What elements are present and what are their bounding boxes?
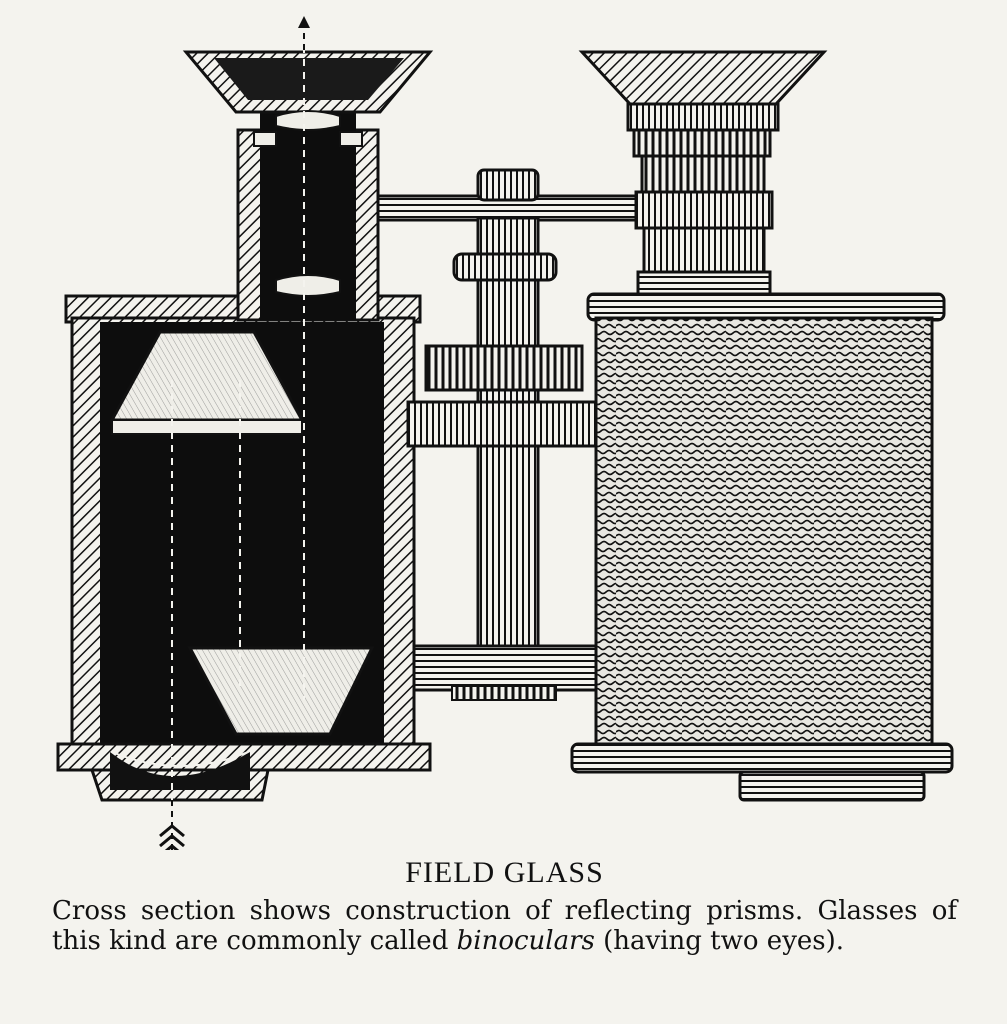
- caption-text-part2: (having two eyes).: [594, 926, 845, 956]
- caption-emphasis: binoculars: [456, 926, 595, 956]
- light-path-arrow-up-icon: [298, 16, 310, 28]
- exterior-barrel: [570, 50, 954, 802]
- caption-text: Cross section shows construction of refl…: [52, 896, 957, 956]
- caption-text-part1: Cross section shows construction of refl…: [52, 896, 957, 956]
- caption-title: FIELD GLASS: [405, 856, 604, 889]
- field-glass-illustration: [56, 16, 954, 850]
- focus-hinge: [376, 168, 642, 701]
- figure-caption: FIELD GLASS Cross section shows construc…: [52, 856, 957, 956]
- cross-section-barrel: [56, 20, 434, 850]
- light-path-arrow-feathered-icon: [159, 824, 185, 850]
